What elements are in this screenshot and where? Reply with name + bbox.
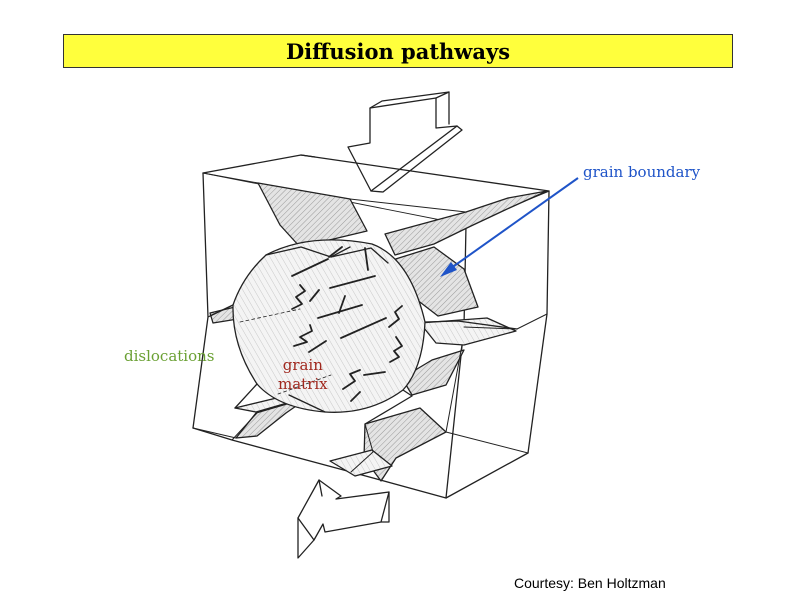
grain-edges [192,172,548,473]
grain-matrix-label-line2: matrix [278,375,328,393]
dislocations-label: dislocations [124,347,215,365]
title-banner: Diffusion pathways [63,34,733,68]
grain-boundary-pointer-arrow [440,177,579,277]
compression-arrow-bottom [297,479,390,559]
grain-matrix-label-line1: grain [282,356,323,374]
dislocation-guides [239,308,332,395]
grain-matrix-label: grain matrix [278,356,328,394]
slide-title: Diffusion pathways [285,38,511,64]
grain-boundary-faces [209,182,548,482]
dislocation-lines [291,246,403,402]
grain-boundary-label: grain boundary [583,163,701,181]
image-credit: Courtesy: Ben Holtzman [514,575,666,591]
compression-arrow-top [347,91,463,193]
